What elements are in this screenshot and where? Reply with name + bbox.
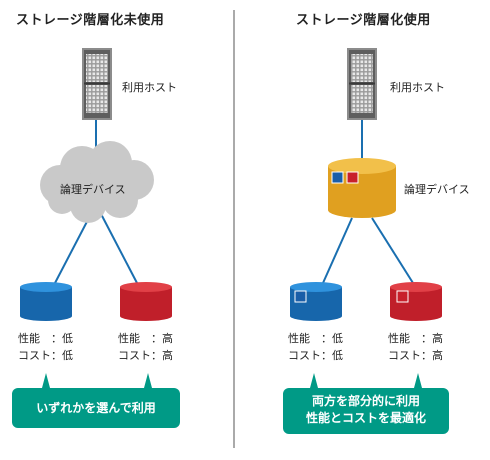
right-storage-high-spec: 性能 ：高 コスト：高 [388,330,443,364]
left-storage-high-icon [120,282,172,321]
left-storage-high-spec: 性能 ：高 コスト：高 [118,330,173,364]
left-storage-low-spec: 性能 ：低 コスト：低 [18,330,73,364]
right-storage-low-cost: コスト：低 [288,349,343,362]
left-connector-high [99,211,138,284]
left-server-icon [82,48,112,120]
right-connector-low [322,217,353,284]
right-server-icon [347,48,377,120]
left-callout: いずれかを選んで利用 [12,388,180,428]
right-storage-low-spec: 性能 ：低 コスト：低 [288,330,343,364]
left-storage-high-performance: 性能 ：高 [118,332,173,345]
left-storage-low-icon [20,282,72,321]
left-connector-low [54,211,93,284]
left-cloud-icon [40,141,154,223]
right-storage-high-cost: コスト：高 [388,349,443,362]
right-callout-pointer-2 [414,373,422,388]
right-callout-line1: 両方を部分的に利用 [311,394,420,408]
right-storage-high-performance: 性能 ：高 [388,332,443,345]
right-host-label: 利用ホスト [390,81,445,94]
left-storage-high-cost: コスト：高 [118,349,173,362]
right-storage-high-icon [390,282,442,321]
right-storage-low-performance: 性能 ：低 [288,332,343,345]
right-connector-high [371,217,414,284]
right-logical-device-icon [328,158,396,218]
left-storage-low-cost: コスト：低 [18,349,73,362]
right-panel-title: ストレージ階層化使用 [296,13,431,28]
right-callout-line2: 性能とコストを最適化 [305,411,426,425]
left-device-label: 論理デバイス [60,183,126,196]
left-callout-pointer-2 [144,373,152,388]
right-callout-pointer-1 [310,373,318,388]
right-device-label: 論理デバイス [404,183,470,196]
left-callout-pointer-1 [42,373,50,388]
left-host-label: 利用ホスト [122,81,177,94]
left-storage-low-performance: 性能 ：低 [18,332,73,345]
left-panel-title: ストレージ階層化未使用 [16,13,165,28]
right-callout: 両方を部分的に利用 性能とコストを最適化 [283,388,449,434]
left-callout-text: いずれかを選んで利用 [36,401,156,415]
right-storage-low-icon [290,282,342,321]
